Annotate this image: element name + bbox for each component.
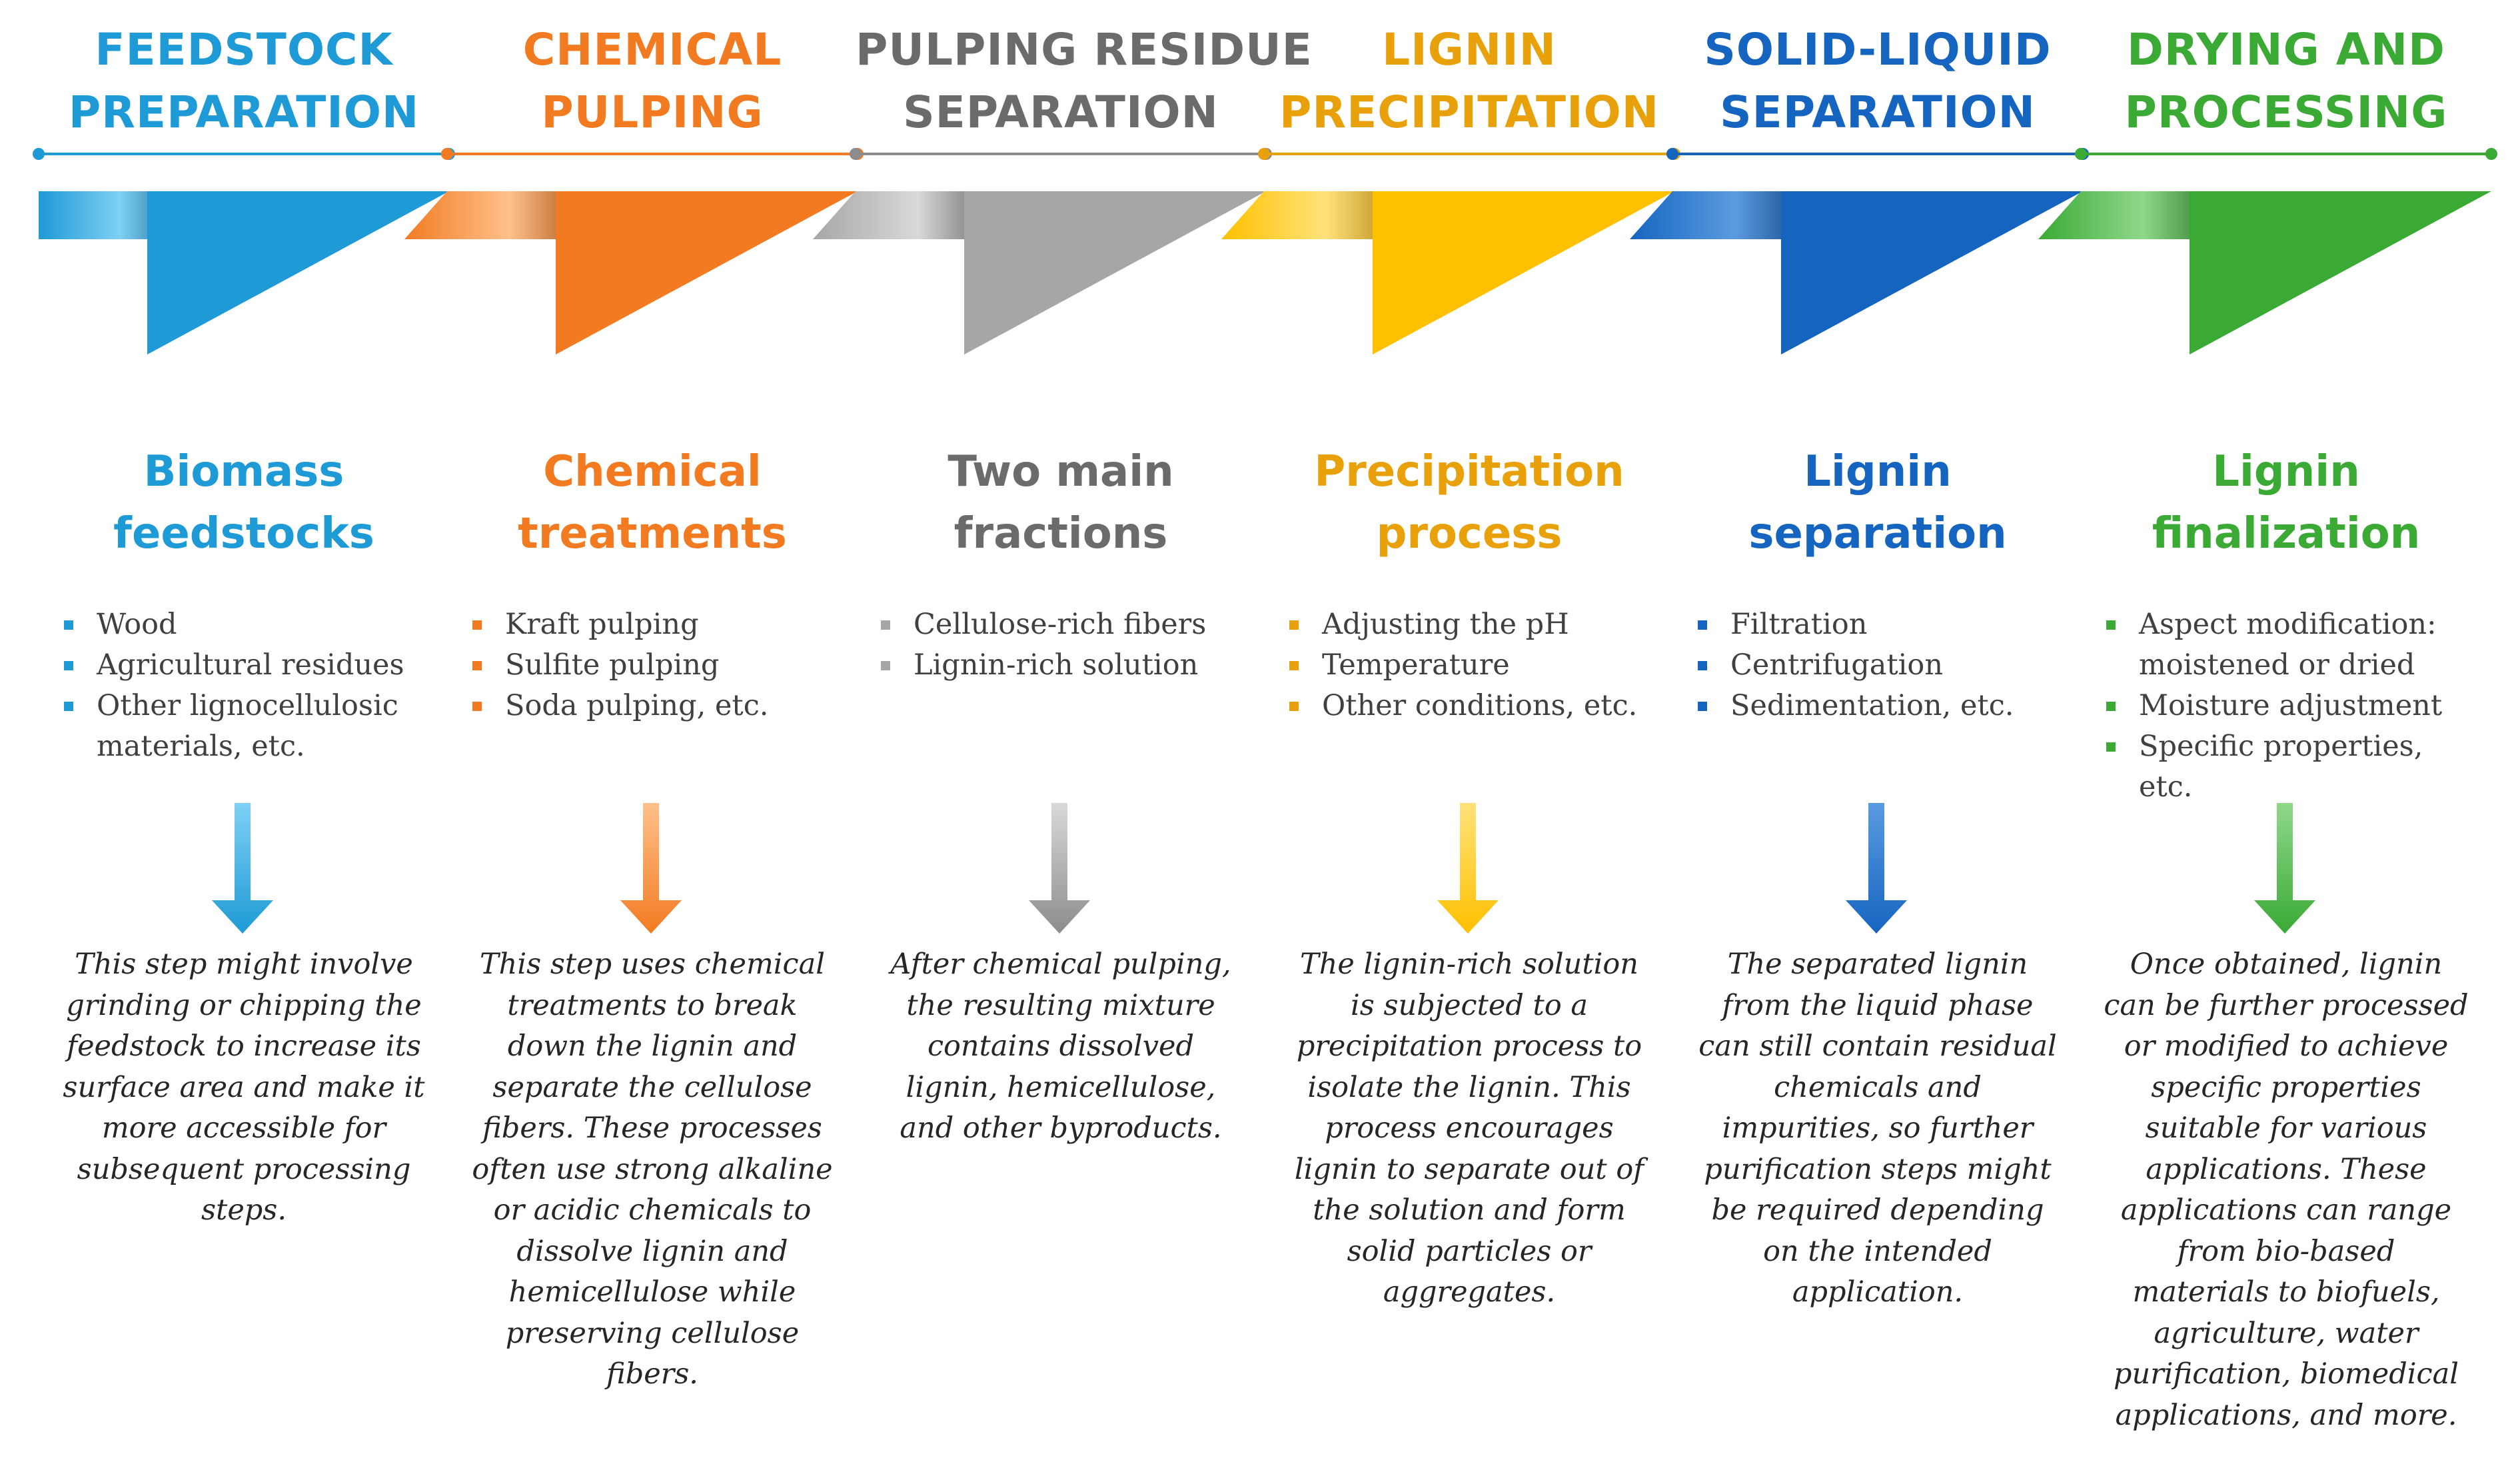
- square-bullet-icon: [64, 620, 73, 630]
- timeline-line: [2081, 153, 2491, 155]
- list-item: Other conditions, etc.: [1284, 686, 1664, 726]
- list-item: Moisture adjustment: [2101, 686, 2481, 726]
- arrow-down-icon: [1029, 803, 1090, 934]
- square-bullet-icon: [64, 702, 73, 711]
- chevron-arrow-icon: [2038, 191, 2491, 355]
- square-bullet-icon: [1698, 620, 1707, 630]
- list-item: Cellulose-rich fibers: [876, 604, 1255, 645]
- chevron-arrow-icon: [1630, 191, 2083, 355]
- step-lignin-precipitation: LIGNIN PRECIPITATION Precipitation proce…: [1221, 0, 1680, 1464]
- timeline-dot: [2075, 148, 2087, 160]
- step-drying-and-processing: DRYING AND PROCESSING Lignin finalizatio…: [2038, 0, 2497, 1464]
- list-item: Soda pulping, etc.: [467, 686, 847, 726]
- timeline-line: [1264, 153, 1674, 155]
- square-bullet-icon: [2106, 620, 2116, 630]
- bullet-list: Cellulose-rich fibers Lignin-rich soluti…: [876, 604, 1255, 686]
- timeline-line: [39, 153, 449, 155]
- timeline-dot: [1258, 148, 1270, 160]
- timeline-dot: [2485, 148, 2497, 160]
- list-item: Sulfite pulping: [467, 645, 847, 686]
- list-item: Specific properties, etc.: [2101, 726, 2481, 808]
- square-bullet-icon: [64, 661, 73, 670]
- step-title: FEEDSTOCK PREPARATION: [68, 24, 420, 138]
- timeline-line: [856, 153, 1266, 155]
- list-item: Centrifugation: [1692, 645, 2072, 686]
- subheading: Biomass feedstocks: [113, 447, 374, 558]
- step-title: LIGNIN PRECIPITATION: [1279, 24, 1659, 138]
- bullet-list: Adjusting the pH Temperature Other condi…: [1284, 604, 1664, 726]
- step-title: SOLID-LIQUID SEPARATION: [1704, 24, 2052, 138]
- list-item: Temperature: [1284, 645, 1664, 686]
- step-pulping-residue-separation: PULPING RESIDUE SEPARATION Two main frac…: [813, 0, 1313, 1464]
- square-bullet-icon: [472, 620, 482, 630]
- step-chemical-pulping: CHEMICAL PULPING Chemical treatments Kra…: [404, 0, 864, 1464]
- bullet-list: Aspect modification:moistened or dried M…: [2101, 604, 2481, 808]
- square-bullet-icon: [472, 702, 482, 711]
- step-description: The separated lignin from the liquid pha…: [1698, 948, 2057, 1309]
- square-bullet-icon: [1289, 620, 1299, 630]
- list-item: Kraft pulping: [467, 604, 847, 645]
- subheading: Lignin finalization: [2152, 447, 2421, 558]
- arrow-down-icon: [1846, 803, 1907, 934]
- list-item: Lignin-rich solution: [876, 645, 1255, 686]
- square-bullet-icon: [881, 661, 890, 670]
- step-title: DRYING AND PROCESSING: [2124, 24, 2448, 138]
- arrow-down-icon: [1437, 803, 1499, 934]
- timeline-line: [447, 153, 858, 155]
- chevron-arrow-icon: [813, 191, 1266, 355]
- list-item: Wood: [59, 604, 438, 645]
- subheading: Two main fractions: [947, 447, 1174, 558]
- step-feedstock-preparation: FEEDSTOCK PREPARATION Biomass feedstocks…: [33, 0, 455, 1464]
- timeline-dot: [850, 148, 862, 160]
- timeline-line: [1672, 153, 2083, 155]
- square-bullet-icon: [2106, 742, 2116, 752]
- bullet-list: Kraft pulping Sulfite pulping Soda pulpi…: [467, 604, 847, 726]
- arrow-down-icon: [212, 803, 273, 934]
- arrow-down-icon: [620, 803, 682, 934]
- list-item: Sedimentation, etc.: [1692, 686, 2072, 726]
- list-item: Agricultural residues: [59, 645, 438, 686]
- subheading: Chemical treatments: [518, 447, 787, 558]
- step-description: After chemical pulping, the resulting mi…: [890, 948, 1231, 1145]
- chevron-arrow-icon: [39, 191, 449, 355]
- step-description: This step uses chemical treatments to br…: [472, 948, 833, 1391]
- square-bullet-icon: [1698, 702, 1707, 711]
- chevron-arrow-icon: [404, 191, 858, 355]
- step-description: The lignin-rich solution is subjected to…: [1294, 948, 1644, 1309]
- arrow-down-icon: [2254, 803, 2315, 934]
- square-bullet-icon: [1289, 661, 1299, 670]
- step-description: This step might involve grinding or chip…: [63, 948, 425, 1227]
- timeline-dot: [441, 148, 453, 160]
- square-bullet-icon: [2106, 702, 2116, 711]
- step-title: CHEMICAL PULPING: [522, 24, 782, 138]
- bullet-list: Filtration Centrifugation Sedimentation,…: [1692, 604, 2072, 726]
- bullet-list: Wood Agricultural residues Other lignoce…: [59, 604, 438, 767]
- timeline-dot: [1666, 148, 1678, 160]
- list-item: Filtration: [1692, 604, 2072, 645]
- step-title: PULPING RESIDUE SEPARATION: [856, 24, 1313, 138]
- square-bullet-icon: [1698, 661, 1707, 670]
- step-solid-liquid-separation: SOLID-LIQUID SEPARATION Lignin separatio…: [1630, 0, 2089, 1464]
- timeline-dot: [33, 148, 45, 160]
- step-description: Once obtained, lignin can be further pro…: [2104, 948, 2469, 1432]
- list-item: Aspect modification:moistened or dried: [2101, 604, 2481, 686]
- square-bullet-icon: [1289, 702, 1299, 711]
- list-item: Adjusting the pH: [1284, 604, 1664, 645]
- subheading: Precipitation process: [1314, 447, 1624, 558]
- square-bullet-icon: [472, 661, 482, 670]
- square-bullet-icon: [881, 620, 890, 630]
- subheading: Lignin separation: [1748, 447, 2007, 558]
- chevron-arrow-icon: [1221, 191, 1674, 355]
